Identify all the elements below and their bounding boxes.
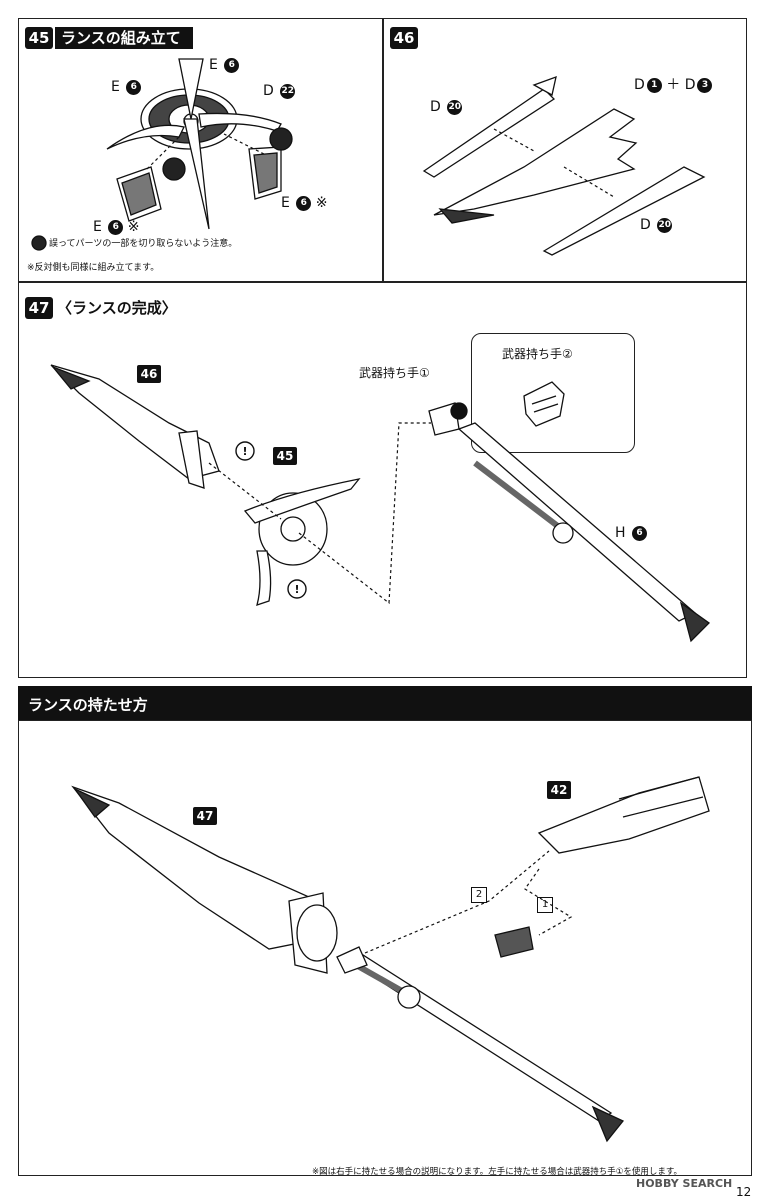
- label-e6-left: E 6: [111, 79, 142, 95]
- watermark: HOBBY SEARCH: [636, 1177, 733, 1190]
- section-header: ランスの持たせ方: [18, 686, 752, 720]
- page-number: 12: [736, 1185, 752, 1199]
- step-45-illustration: [31, 58, 293, 251]
- part-number-badge: 1: [646, 77, 662, 93]
- order-step-2: 2: [471, 887, 487, 903]
- ref-step-46: 46: [137, 365, 161, 383]
- hold-lance-illustration: [71, 776, 710, 1143]
- part-number-badge: 6: [631, 525, 647, 541]
- section-title: ランスの持たせ方: [28, 696, 148, 714]
- ref-step-47: 47: [193, 807, 217, 825]
- step-47-panel: 47 〈ランスの完成〉 武器持ち手② 46 45 武器持ち手① H 6: [18, 282, 747, 678]
- label-e6-bottom: E 6 ※: [93, 219, 140, 235]
- part-number-badge: 6: [126, 79, 142, 95]
- part-number-badge: 6: [296, 195, 312, 211]
- label-d20-bottom: D 20: [640, 217, 673, 233]
- label-d20-top: D 20: [430, 99, 463, 115]
- label-h6: H 6: [615, 525, 647, 541]
- part-number-badge: 20: [657, 217, 673, 233]
- label-d22: D 22: [263, 83, 296, 99]
- ref-step-42: 42: [547, 781, 571, 799]
- svg-text:!: !: [294, 583, 299, 596]
- step-45-panel: 45 ランスの組み立て E 6 E 6 D 22 E 6 ※ E 6 ※ 誤: [18, 18, 383, 282]
- step-45-number: 45: [25, 27, 53, 49]
- svg-text:!: !: [242, 445, 247, 458]
- opposite-side-note: ※反対側も同様に組み立てます。: [27, 263, 160, 273]
- footnote: ※図は右手に持たせる場合の説明になります。左手に持たせる場合は武器持ち手①を使用…: [312, 1167, 683, 1177]
- label-e6-top: E 6: [209, 57, 240, 73]
- hand-1-label: 武器持ち手①: [359, 366, 430, 380]
- hold-lance-panel: 47 42 2 1: [18, 720, 752, 1176]
- step-45-title: ランスの組み立て: [55, 27, 193, 49]
- step-47-number: 47: [25, 297, 53, 319]
- part-number-badge: 6: [224, 57, 240, 73]
- order-step-1: 1: [537, 897, 553, 913]
- hand-2-illustration: [523, 381, 565, 427]
- step-47-illustration: ! !: [50, 364, 711, 643]
- part-number-badge: 6: [108, 219, 124, 235]
- hand-2-label: 武器持ち手②: [502, 347, 573, 361]
- step-47-title: 〈ランスの完成〉: [57, 299, 177, 317]
- part-number-badge: 22: [280, 83, 296, 99]
- label-e6-right: E 6 ※: [281, 195, 328, 211]
- step-46-number: 46: [390, 27, 418, 49]
- step-46-illustration: [422, 75, 706, 256]
- part-number-badge: 3: [697, 77, 713, 93]
- part-number-badge: 20: [447, 99, 463, 115]
- caution-note: 誤ってパーツの一部を切り取らないよう注意。: [49, 239, 238, 249]
- hand-2-inset: 武器持ち手②: [471, 333, 635, 453]
- ref-step-45: 45: [273, 447, 297, 465]
